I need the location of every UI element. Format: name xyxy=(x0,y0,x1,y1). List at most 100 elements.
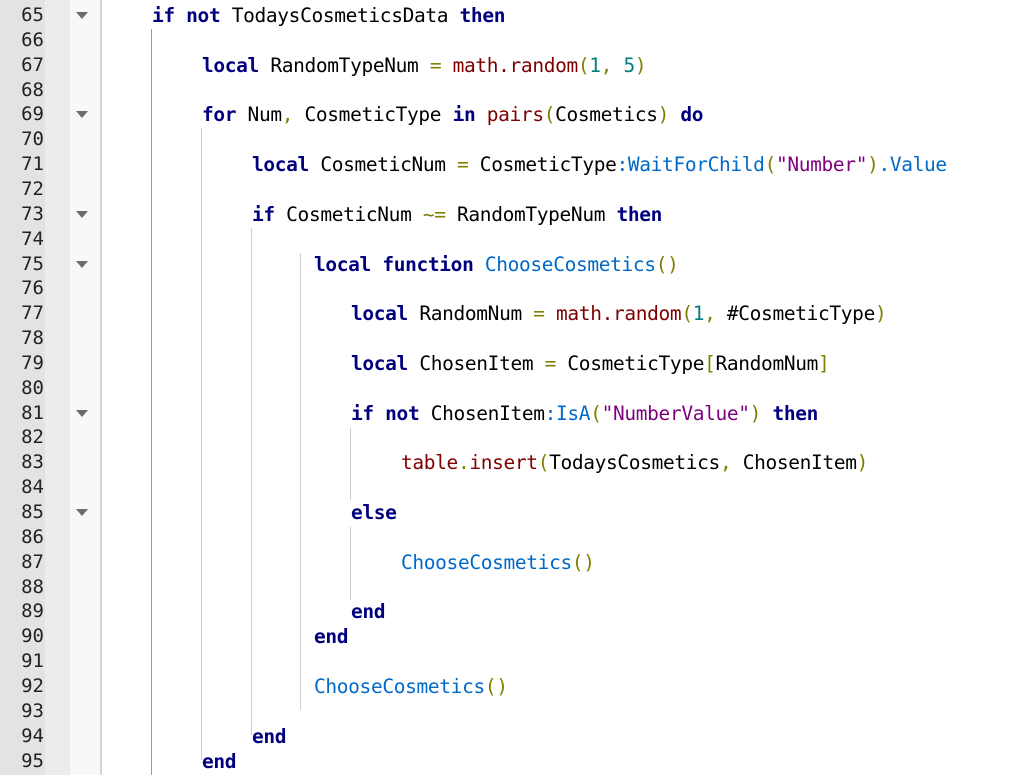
code-line[interactable]: 66 xyxy=(0,28,1024,53)
code-line[interactable]: 69 for Num, CosmeticType in pairs(Cosmeti… xyxy=(0,102,1024,127)
token-identifier: TodaysCosmetics xyxy=(549,451,720,475)
token-identifier xyxy=(475,103,486,126)
line-number: 93 xyxy=(21,699,44,722)
code-text: end xyxy=(202,749,237,774)
token-identifier: CosmeticType xyxy=(556,351,705,375)
line-number: 71 xyxy=(21,153,44,176)
token-op: ] xyxy=(818,351,830,375)
code-line[interactable]: 68 xyxy=(0,78,1024,103)
code-line[interactable]: 72 xyxy=(0,177,1024,202)
token-op: , xyxy=(719,451,732,475)
token-meth: ChooseCosmetics xyxy=(484,252,656,276)
code-text: for Num, CosmeticType in pairs(Cosmetics… xyxy=(202,102,704,127)
fold-arrow-icon[interactable] xyxy=(76,111,88,119)
token-identifier: RandomNum xyxy=(715,351,819,375)
token-num: 1 xyxy=(692,302,705,326)
fold-arrow-icon[interactable] xyxy=(76,210,88,218)
token-op: ) xyxy=(749,401,762,425)
line-number-gutter xyxy=(0,0,45,775)
code-line[interactable]: 74 xyxy=(0,227,1024,252)
token-identifier xyxy=(175,4,186,27)
indent-guide-line xyxy=(300,253,301,710)
token-identifier: ChosenItem xyxy=(407,351,545,375)
indent-guide-line xyxy=(201,128,202,760)
fold-arrow-icon[interactable] xyxy=(76,260,88,268)
code-text: end xyxy=(252,724,287,749)
token-kw: if xyxy=(152,4,175,27)
token-identifier: Num xyxy=(236,103,283,127)
token-identifier: #CosmeticType xyxy=(715,302,875,326)
code-line[interactable]: 91 xyxy=(0,649,1024,674)
code-line[interactable]: 80 xyxy=(0,376,1024,401)
token-kw: else xyxy=(351,501,397,524)
fold-arrow-icon[interactable] xyxy=(76,509,88,516)
code-line[interactable]: 76 xyxy=(0,276,1024,301)
token-kw: end xyxy=(202,749,237,773)
token-op: ( xyxy=(764,153,777,177)
token-op: [ xyxy=(704,351,716,375)
code-line[interactable]: 88 xyxy=(0,575,1024,600)
token-identifier: CosmeticNum xyxy=(308,153,458,177)
token-num: 1 xyxy=(589,53,601,77)
token-op: ~= xyxy=(422,202,446,226)
fold-margin xyxy=(70,0,100,775)
code-text: ChooseCosmetics() xyxy=(401,550,595,575)
token-identifier: RandomNum xyxy=(407,302,534,326)
indent-guide-line xyxy=(251,228,252,735)
token-identifier: RandomTypeNum xyxy=(445,202,617,226)
code-text: end xyxy=(351,599,386,624)
code-line[interactable]: 86 xyxy=(0,525,1024,550)
code-line[interactable]: 84 xyxy=(0,475,1024,500)
code-text: else xyxy=(351,500,397,525)
line-number: 76 xyxy=(21,277,44,300)
code-line[interactable]: 93 xyxy=(0,699,1024,724)
code-line[interactable]: 89 end xyxy=(0,599,1024,624)
indent-guide-line xyxy=(101,0,102,775)
token-identifier: CosmeticType xyxy=(468,153,617,177)
token-identifier: CosmeticType xyxy=(293,103,453,127)
token-identifier: CosmeticNum xyxy=(274,202,423,226)
token-identifier xyxy=(761,402,772,425)
token-kw: function xyxy=(382,252,474,276)
code-line[interactable]: 70 xyxy=(0,127,1024,152)
token-op: ) xyxy=(657,103,670,127)
code-text: local RandomNum = math.random(1, #Cosmet… xyxy=(351,301,887,326)
line-number: 89 xyxy=(21,600,44,623)
token-identifier: ChosenItem xyxy=(731,451,857,475)
token-op: () xyxy=(484,674,508,698)
code-text: table.insert(TodaysCosmetics, ChosenItem… xyxy=(401,450,868,475)
token-kw: local xyxy=(202,53,259,77)
token-kw: then xyxy=(772,401,819,425)
token-op: ) xyxy=(634,53,647,77)
line-number: 69 xyxy=(21,103,44,126)
token-op: ( xyxy=(537,451,550,475)
code-text: if CosmeticNum ~= RandomTypeNum then xyxy=(252,202,662,227)
code-line[interactable]: 78 xyxy=(0,326,1024,351)
fold-arrow-icon[interactable] xyxy=(76,12,88,19)
token-bi: math.random xyxy=(452,53,579,77)
fold-arrow-icon[interactable] xyxy=(76,409,88,417)
code-line[interactable]: 82 xyxy=(0,425,1024,450)
line-number: 92 xyxy=(21,674,44,697)
token-kw: local xyxy=(314,252,371,276)
token-num: 5 xyxy=(623,53,635,77)
token-str: "Number" xyxy=(775,153,868,177)
token-identifier xyxy=(669,103,680,126)
code-text: if not ChosenItem:IsA("NumberValue") the… xyxy=(351,401,818,426)
token-bi: math.random xyxy=(556,302,682,326)
